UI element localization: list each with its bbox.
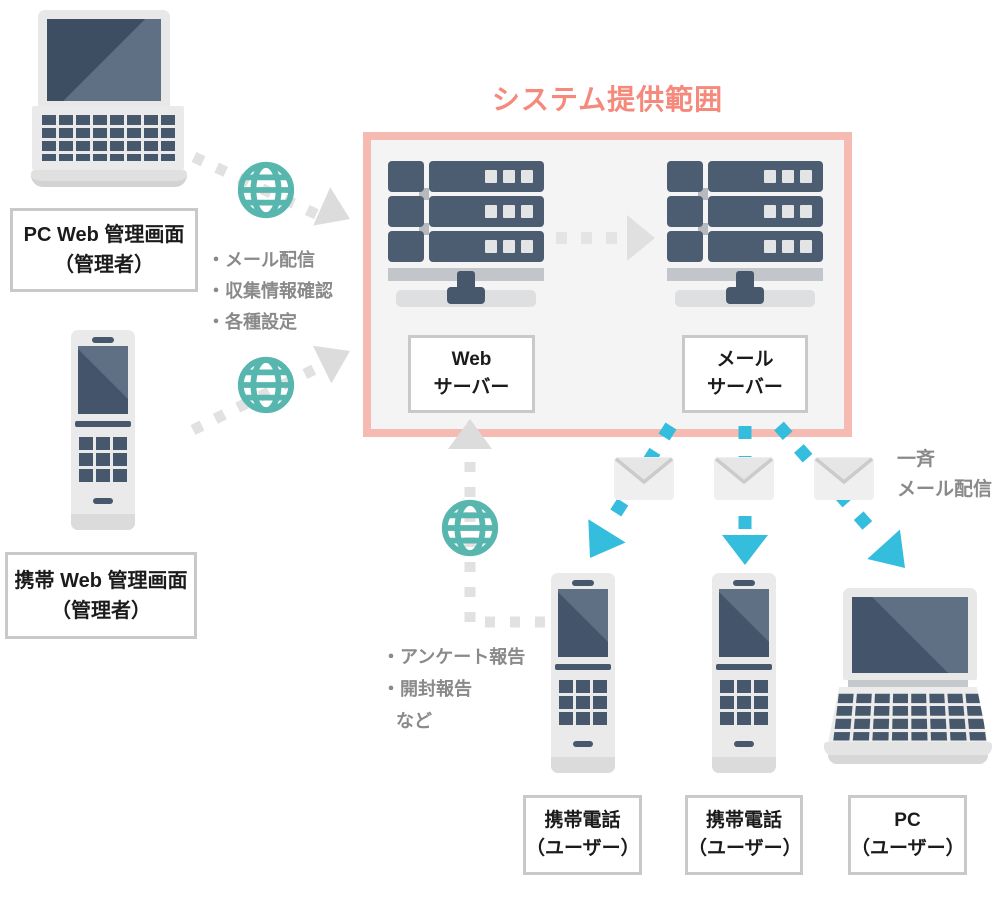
user-phone2-icon (712, 573, 776, 773)
laptop-hinge (848, 680, 968, 687)
list-item: など (396, 711, 432, 731)
admin-laptop-icon (18, 10, 190, 187)
laptop-screen (38, 10, 170, 106)
laptop-base (31, 170, 187, 187)
admin-pc-label: PC Web 管理画面 （管理者） (10, 208, 198, 292)
dotted-arrow-icon (556, 215, 655, 261)
web-server-label: Web サーバー (408, 335, 535, 413)
broadcast-note: 一斉 メール配信 (897, 449, 993, 500)
user-phone1-label: 携帯電話 （ユーザー） (523, 795, 642, 875)
user-laptop-icon (824, 588, 992, 768)
list-item: ・アンケート報告 (382, 647, 526, 667)
globe-icon (237, 356, 295, 414)
dotted-arrow-icon (191, 152, 350, 226)
globe-icon (441, 499, 499, 557)
admin-mobile-label: 携帯 Web 管理画面 （管理者） (5, 552, 197, 639)
dotted-arrow-icon (190, 345, 350, 435)
admin-phone-icon (71, 330, 135, 530)
globe-icon (237, 161, 295, 219)
laptop-keyboard (32, 106, 184, 170)
mail-server-icon (667, 161, 823, 309)
admin-actions-list: ・メール配信 ・収集情報確認 ・各種設定 (207, 245, 333, 338)
broadcast-arrow-icon (722, 426, 768, 565)
laptop-keyboard (828, 687, 988, 743)
user-phone1-icon (551, 573, 615, 773)
user-pc-label: PC （ユーザー） (848, 795, 967, 875)
list-item: ・メール配信 (207, 250, 315, 270)
user-phone2-label: 携帯電話 （ユーザー） (685, 795, 803, 875)
mail-server-label: メール サーバー (682, 335, 808, 413)
envelope-icon (814, 457, 874, 500)
list-item: ・各種設定 (207, 312, 297, 332)
report-actions-list: ・アンケート報告 ・開封報告 など (382, 641, 525, 737)
list-item: ・収集情報確認 (207, 281, 333, 301)
laptop-screen (843, 588, 977, 680)
laptop-base (824, 742, 992, 756)
envelope-icon (714, 457, 774, 500)
system-scope-title: システム提供範囲 (491, 84, 724, 115)
envelope-icon (614, 457, 674, 500)
web-server-icon (388, 161, 544, 309)
list-item: ・開封報告 (382, 679, 472, 699)
broadcast-arrow-icon (588, 422, 677, 558)
dotted-arrow-icon (448, 419, 545, 628)
